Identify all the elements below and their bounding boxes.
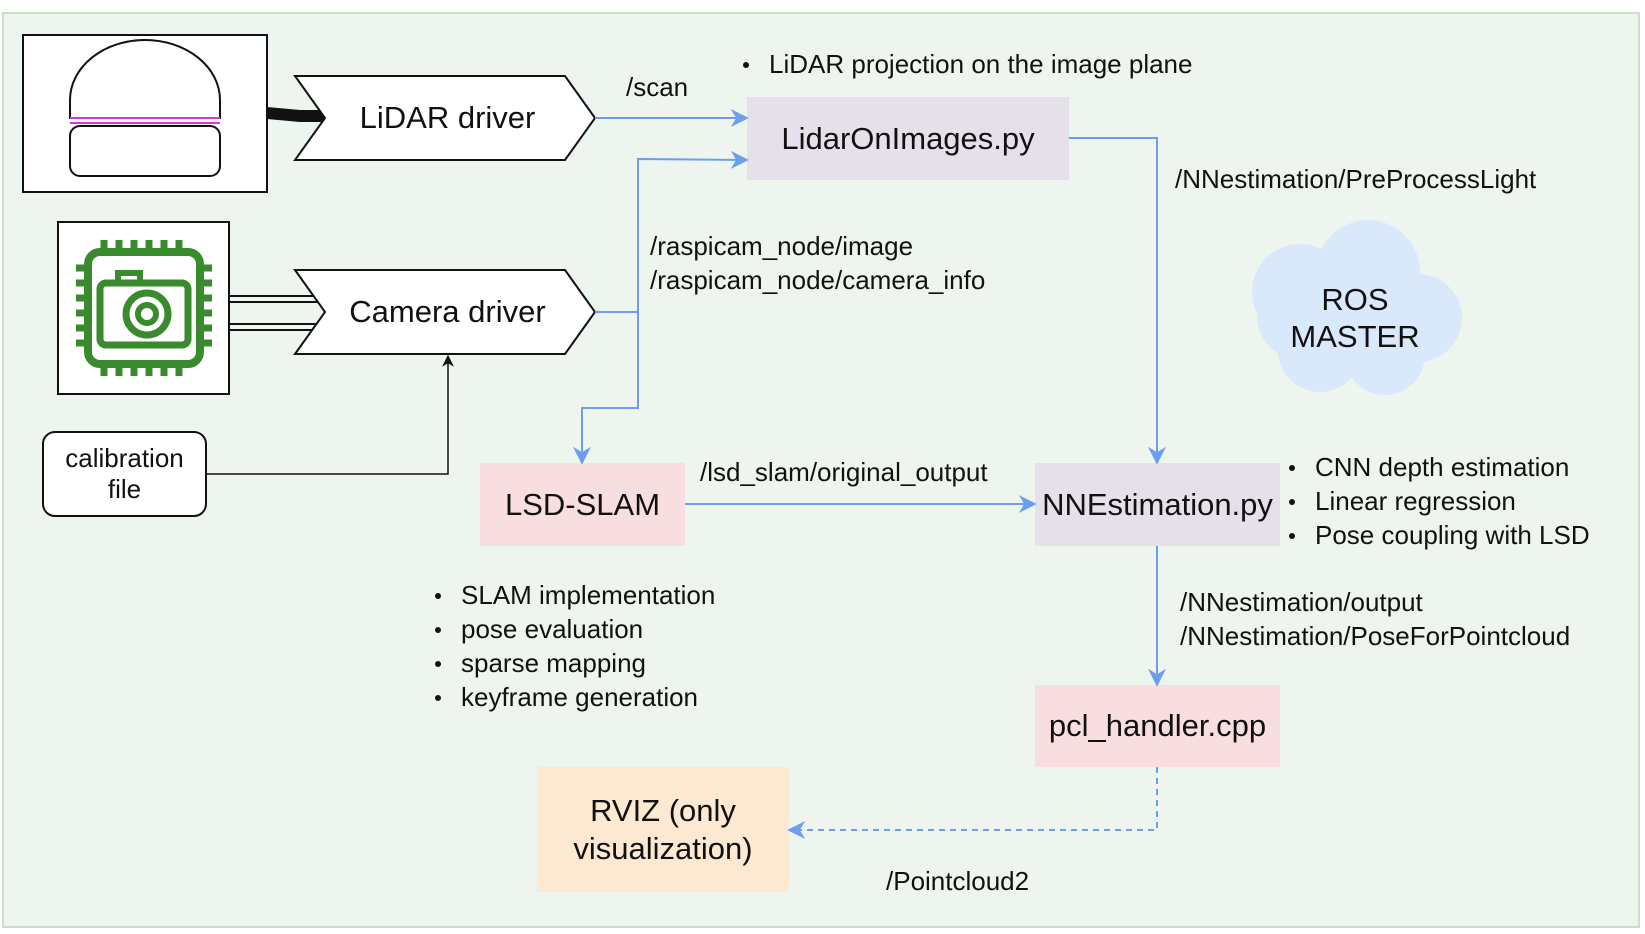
lsd-slam-node: LSD-SLAM <box>480 463 685 546</box>
edge-calibration-camera <box>206 354 454 475</box>
nn-estimation-label: NNEstimation.py <box>1042 486 1273 522</box>
lsd-slam-label: LSD-SLAM <box>504 486 661 522</box>
topic-pointcloud: /Pointcloud2 <box>886 866 1030 896</box>
nn-estimation-notes: CNN depth estimation Linear regression P… <box>1281 450 1590 552</box>
ros-master-label-line2: MASTER <box>1290 319 1420 354</box>
rviz-node: RVIZ (only visualization) <box>537 767 789 892</box>
ros-master-node: ROS MASTER <box>1255 266 1455 370</box>
edge-pointcloud <box>787 767 1158 839</box>
topic-nn-pose: /NNestimation/PoseForPointcloud <box>1180 621 1571 651</box>
topic-raspicam-info: /raspicam_node/camera_info <box>650 265 986 295</box>
lidar-on-images-shape <box>747 97 1069 180</box>
calibration-file-node: calibration file <box>52 436 197 512</box>
camera-chip-icon <box>57 221 230 395</box>
edge-raspicam-lsd <box>573 312 639 465</box>
ros-master-label-line1: ROS <box>1321 281 1389 317</box>
note-pose-coupling: Pose coupling with LSD <box>1281 518 1590 552</box>
lsd-slam-shape <box>480 463 685 546</box>
lidar-driver-node: LiDAR driver <box>330 96 565 140</box>
rviz-shape <box>537 767 789 892</box>
edge-preprocess <box>1069 137 1166 465</box>
topic-scan: /scan <box>626 72 689 102</box>
pcl-handler-node: pcl_handler.cpp <box>1035 685 1280 767</box>
note-linear-regression: Linear regression <box>1281 484 1590 518</box>
note-sparse-mapping: sparse mapping <box>427 646 715 680</box>
lidar-driver-shape <box>293 75 597 161</box>
rviz-label-line1: RVIZ (only <box>590 793 736 829</box>
topic-raspicam-image: /raspicam_node/image <box>650 231 914 261</box>
lidar-driver-label: LiDAR driver <box>359 100 536 136</box>
lidar-on-images-label: LidarOnImages.py <box>781 120 1035 156</box>
lsd-slam-notes: SLAM implementation pose evaluation spar… <box>427 578 715 714</box>
pcl-handler-label: pcl_handler.cpp <box>1048 708 1267 744</box>
pcl-handler-shape <box>1035 685 1280 767</box>
calibration-file-label: calibration file <box>65 442 184 504</box>
rviz-label-line2: visualization) <box>573 830 753 866</box>
lidar-connector <box>267 107 334 122</box>
note-pose-evaluation: pose evaluation <box>427 612 715 646</box>
edge-raspicam-lidar <box>595 150 749 313</box>
note-keyframe-generation: keyframe generation <box>427 680 715 714</box>
camera-driver-node: Camera driver <box>330 290 565 334</box>
ros-master-cloud <box>1252 220 1462 395</box>
topic-lsd-output: /lsd_slam/original_output <box>700 457 988 487</box>
camera-driver-label: Camera driver <box>349 294 546 330</box>
lidar-on-images-node: LidarOnImages.py <box>747 97 1069 180</box>
nn-estimation-node: NNEstimation.py <box>1030 463 1285 546</box>
topic-preprocess: /NNestimation/PreProcessLight <box>1175 164 1537 194</box>
nn-estimation-shape <box>1035 463 1280 546</box>
camera-driver-shape <box>293 269 597 355</box>
note-cnn-depth: CNN depth estimation <box>1281 450 1590 484</box>
note-lidar-projection: LiDAR projection on the image plane <box>735 47 1192 81</box>
topic-nn-output: /NNestimation/output <box>1180 587 1423 617</box>
note-slam-implementation: SLAM implementation <box>427 578 715 612</box>
lidar-sensor-icon <box>22 34 268 193</box>
lidar-projection-notes: LiDAR projection on the image plane <box>735 47 1192 81</box>
